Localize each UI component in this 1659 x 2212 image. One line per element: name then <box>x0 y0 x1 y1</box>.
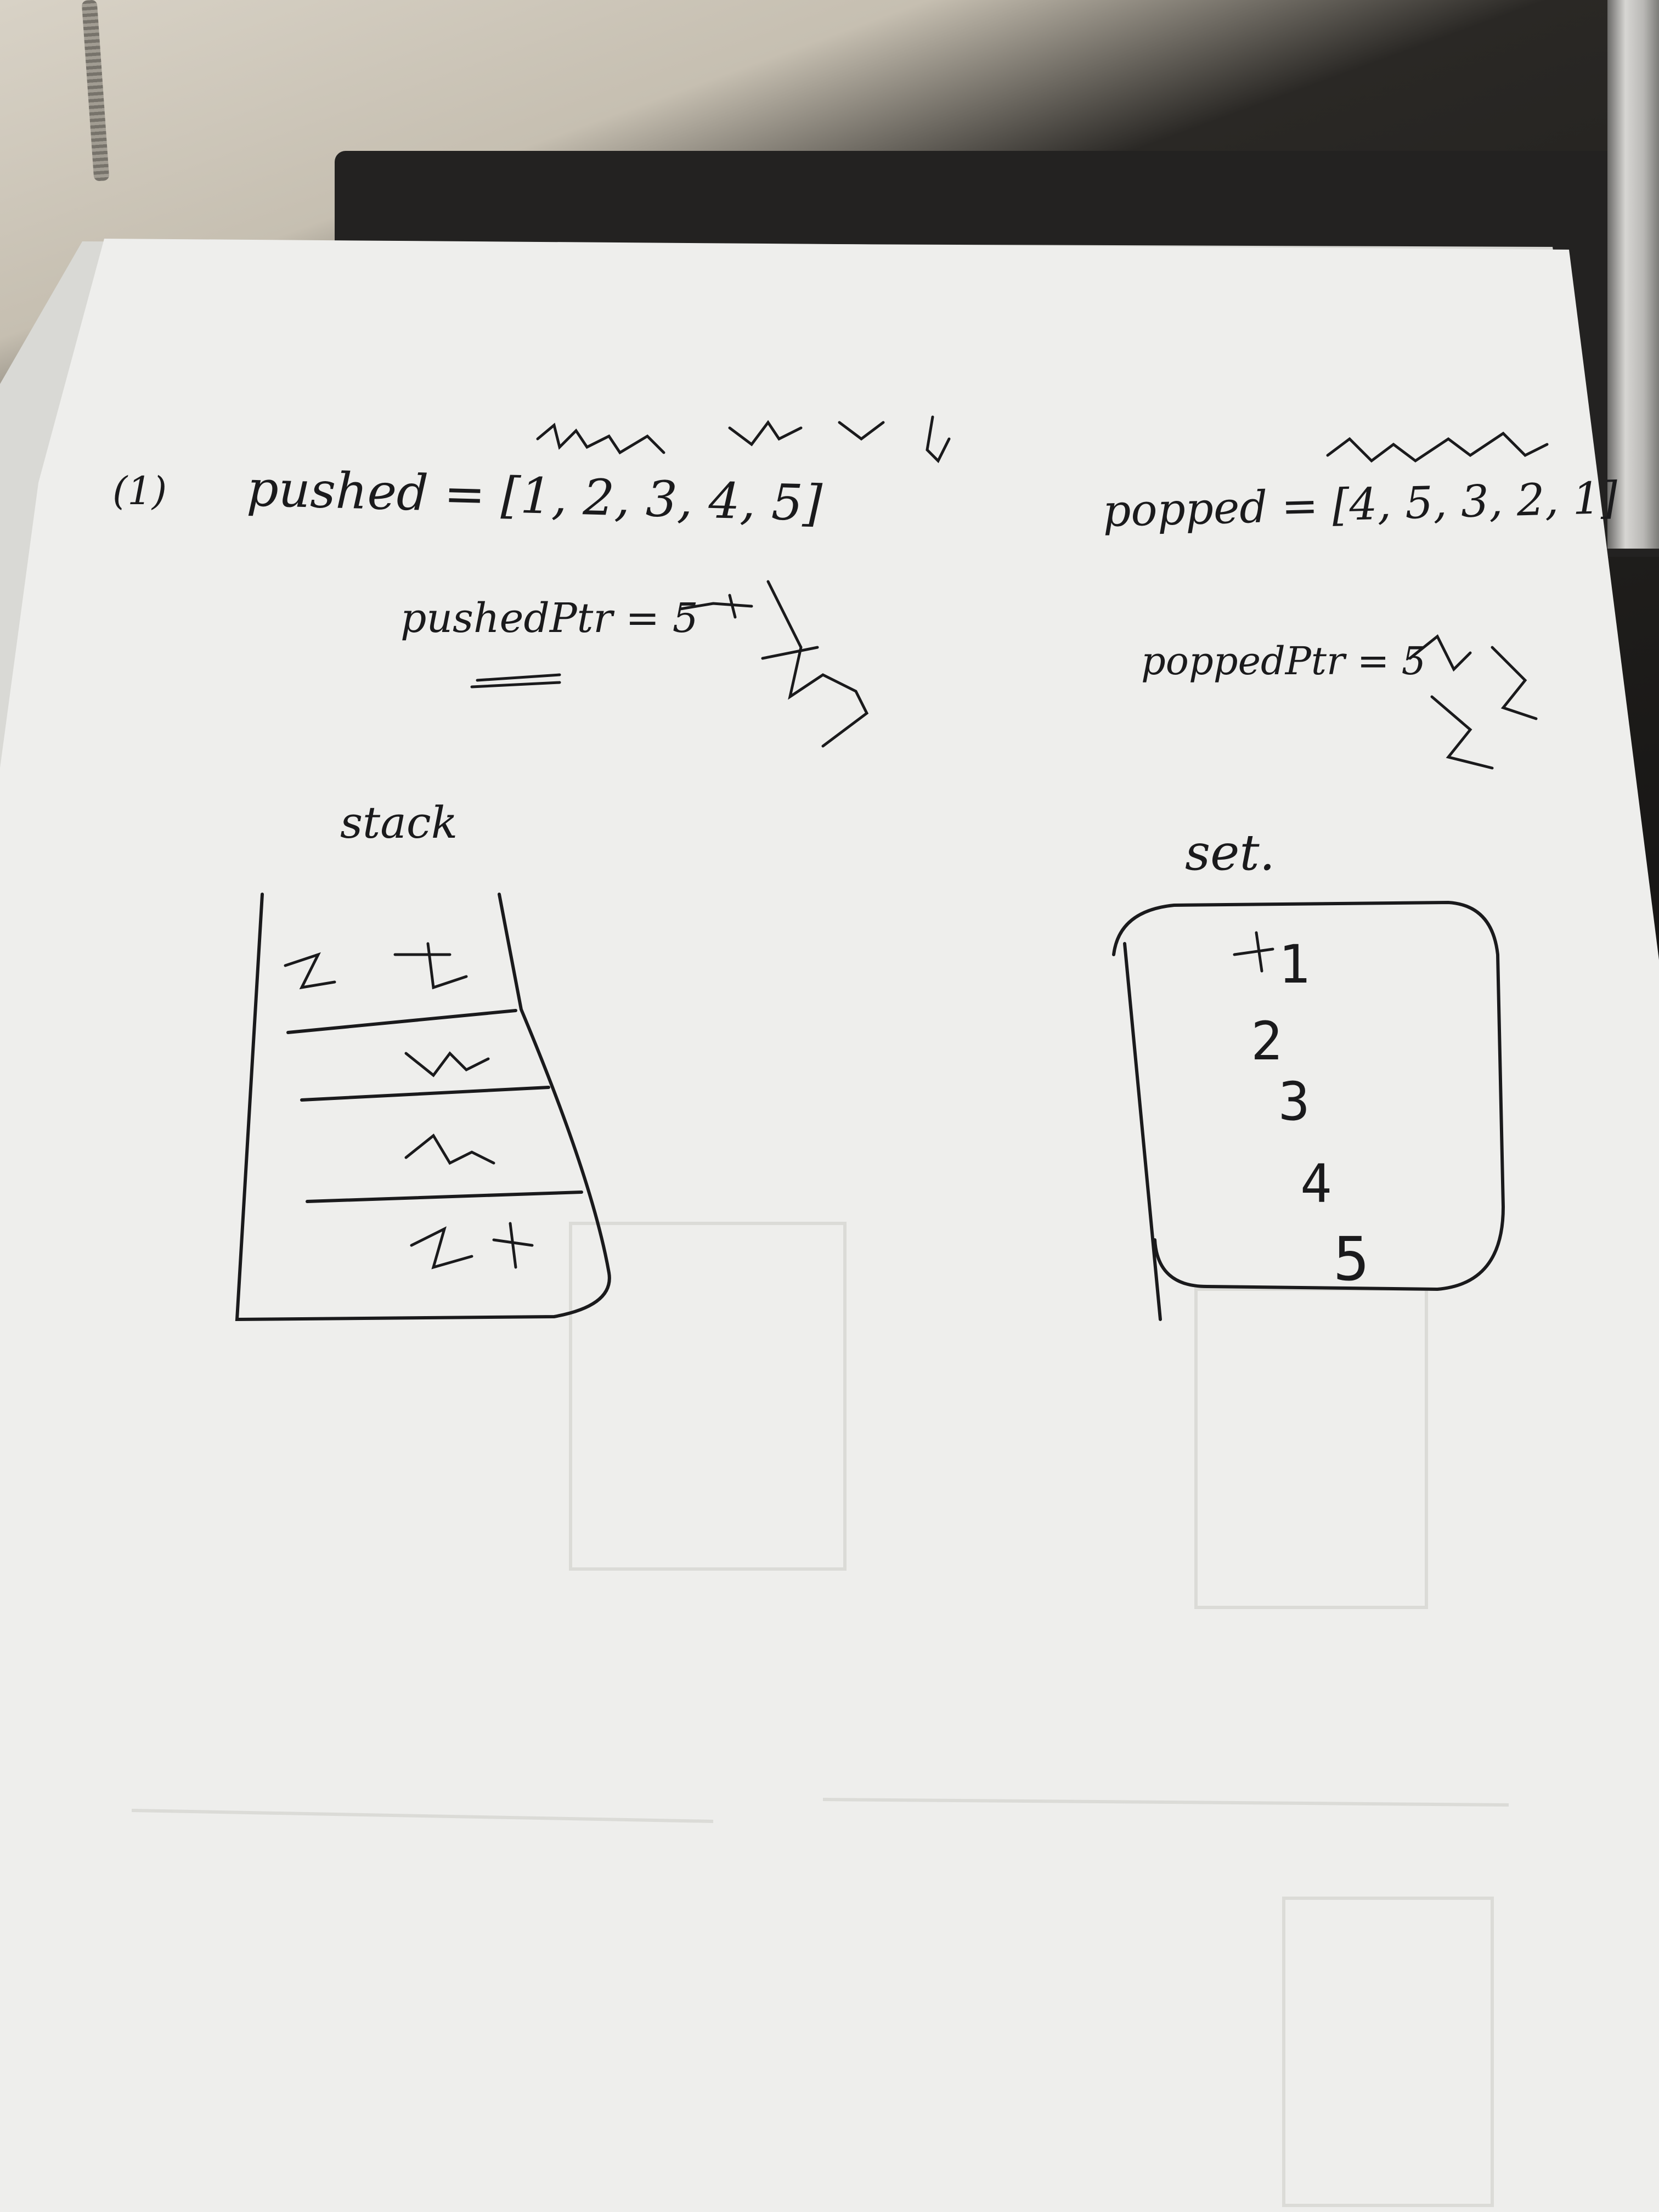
set-value-4: 4 <box>1300 1153 1332 1215</box>
set-value-5: 5 <box>1333 1224 1370 1294</box>
stack-diagram <box>235 893 611 1322</box>
popped-pointer: poppedPtr = 5 <box>1141 639 1426 684</box>
set-diagram <box>1112 900 1505 1321</box>
popped-array: popped = [4, 5, 3, 2, 1] <box>1102 472 1618 537</box>
set-value-1: 1 <box>1278 934 1310 995</box>
stack-label: stack <box>340 797 458 848</box>
set-label: set. <box>1185 824 1276 882</box>
scribbles <box>284 415 1549 1269</box>
set-value-3: 3 <box>1278 1071 1310 1132</box>
set-value-2: 2 <box>1251 1011 1283 1072</box>
pushed-array: pushed = [1, 2, 3, 4, 5] <box>246 460 823 533</box>
problem-number: (1) <box>112 469 167 514</box>
pushed-pointer: pushedPtr = 5 <box>400 595 698 642</box>
device-edge <box>1607 0 1659 549</box>
